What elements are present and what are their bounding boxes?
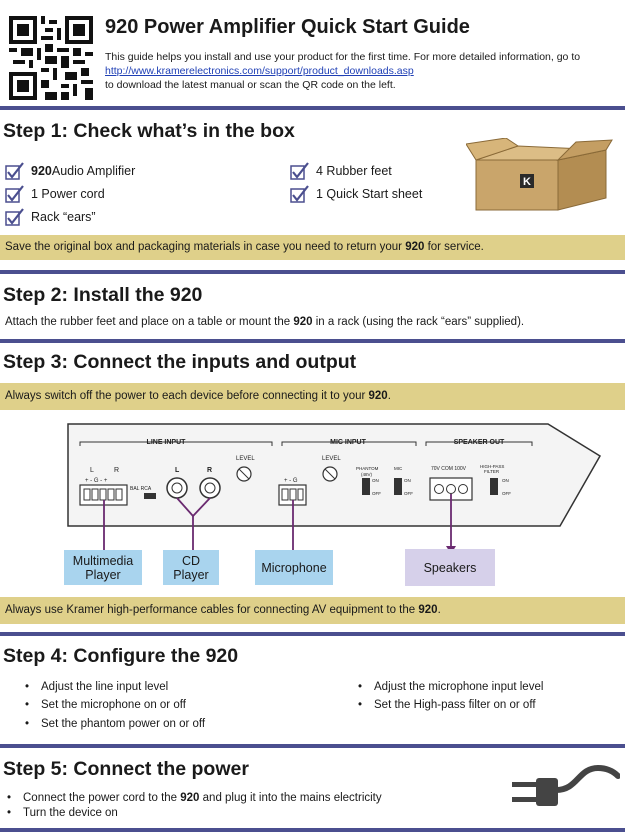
svg-text:ON: ON xyxy=(404,478,411,483)
microphone-box: Microphone xyxy=(255,550,333,585)
svg-text:R: R xyxy=(207,467,212,474)
list-item: Set the High-pass filter on or off xyxy=(358,699,535,711)
intro-text: This guide helps you install and use you… xyxy=(105,51,581,63)
speaker-out-label: SPEAKER OUT xyxy=(454,439,505,446)
list-item: Set the phantom power on or off xyxy=(25,718,205,730)
svg-text:L: L xyxy=(90,467,94,474)
note-bar: Always switch off the power to each devi… xyxy=(0,383,625,410)
svg-text:MIC: MIC xyxy=(394,466,403,471)
cardboard-box-icon: K xyxy=(465,137,614,214)
checkbox-checked-icon xyxy=(5,162,24,180)
box-item: 1 Power cord xyxy=(5,184,105,204)
svg-text:R: R xyxy=(114,467,119,474)
step3-title: Step 3: Connect the inputs and output xyxy=(3,351,357,373)
divider xyxy=(0,106,625,110)
list-item: Set the microphone on or off xyxy=(25,699,186,711)
svg-text:BAL RCA: BAL RCA xyxy=(130,486,152,492)
box-item: 1 Quick Start sheet xyxy=(290,184,422,204)
divider xyxy=(0,632,625,636)
line-input-label: LINE INPUT xyxy=(147,439,187,446)
speakers-box: Speakers xyxy=(405,549,495,586)
svg-text:LEVEL: LEVEL xyxy=(236,456,255,462)
divider xyxy=(0,828,625,832)
svg-text:OFF: OFF xyxy=(372,491,381,496)
page-title: 920 Power Amplifier Quick Start Guide xyxy=(105,16,470,38)
svg-text:OFF: OFF xyxy=(502,491,511,496)
svg-text:LEVEL: LEVEL xyxy=(322,456,341,462)
list-item: Connect the power cord to the 920 and pl… xyxy=(7,792,382,804)
list-item: Turn the device on xyxy=(7,807,118,819)
svg-text:70V COM 100V: 70V COM 100V xyxy=(431,466,467,472)
checkbox-checked-icon xyxy=(290,162,309,180)
svg-text:ON: ON xyxy=(372,478,379,483)
rear-panel-diagram: LINE INPUT MIC INPUT SPEAKER OUT L R + -… xyxy=(0,420,625,590)
download-link[interactable]: http://www.kramerelectronics.com/support… xyxy=(105,65,414,77)
checkbox-checked-icon xyxy=(5,185,24,203)
checkbox-checked-icon xyxy=(5,208,24,226)
qr-code xyxy=(9,16,93,100)
svg-text:L: L xyxy=(175,467,180,474)
svg-text:K: K xyxy=(523,176,531,188)
step2-text: Attach the rubber feet and place on a ta… xyxy=(5,316,525,328)
note-bar: Always use Kramer high-performance cable… xyxy=(0,597,625,624)
step4-title: Step 4: Configure the 920 xyxy=(3,645,239,667)
box-item: 4 Rubber feet xyxy=(290,161,392,181)
checkbox-checked-icon xyxy=(290,185,309,203)
svg-text:OFF: OFF xyxy=(404,491,413,496)
step1-title: Step 1: Check what’s in the box xyxy=(3,120,295,142)
svg-text:PHANTOM: PHANTOM xyxy=(356,466,379,471)
power-plug-icon xyxy=(508,760,621,820)
svg-text:+ - G - +: + - G - + xyxy=(85,478,108,484)
divider xyxy=(0,339,625,343)
note-bar: Save the original box and packaging mate… xyxy=(0,235,625,260)
svg-text:HIGH-PASS: HIGH-PASS xyxy=(480,464,504,469)
svg-text:ON: ON xyxy=(502,478,509,483)
step2-title: Step 2: Install the 920 xyxy=(3,284,203,306)
divider xyxy=(0,270,625,274)
step5-title: Step 5: Connect the power xyxy=(3,758,249,780)
mic-input-label: MIC INPUT xyxy=(330,439,367,446)
intro-text-2: to download the latest manual or scan th… xyxy=(105,79,396,91)
box-item: Rack “ears” xyxy=(5,207,96,227)
svg-text:(48V): (48V) xyxy=(361,472,373,477)
list-item: Adjust the line input level xyxy=(25,681,168,693)
svg-text:+ - G: + - G xyxy=(284,478,298,484)
box-item: 920 Audio Amplifier xyxy=(5,161,135,181)
divider xyxy=(0,744,625,748)
list-item: Adjust the microphone input level xyxy=(358,681,543,693)
svg-text:FILTER: FILTER xyxy=(484,469,500,474)
